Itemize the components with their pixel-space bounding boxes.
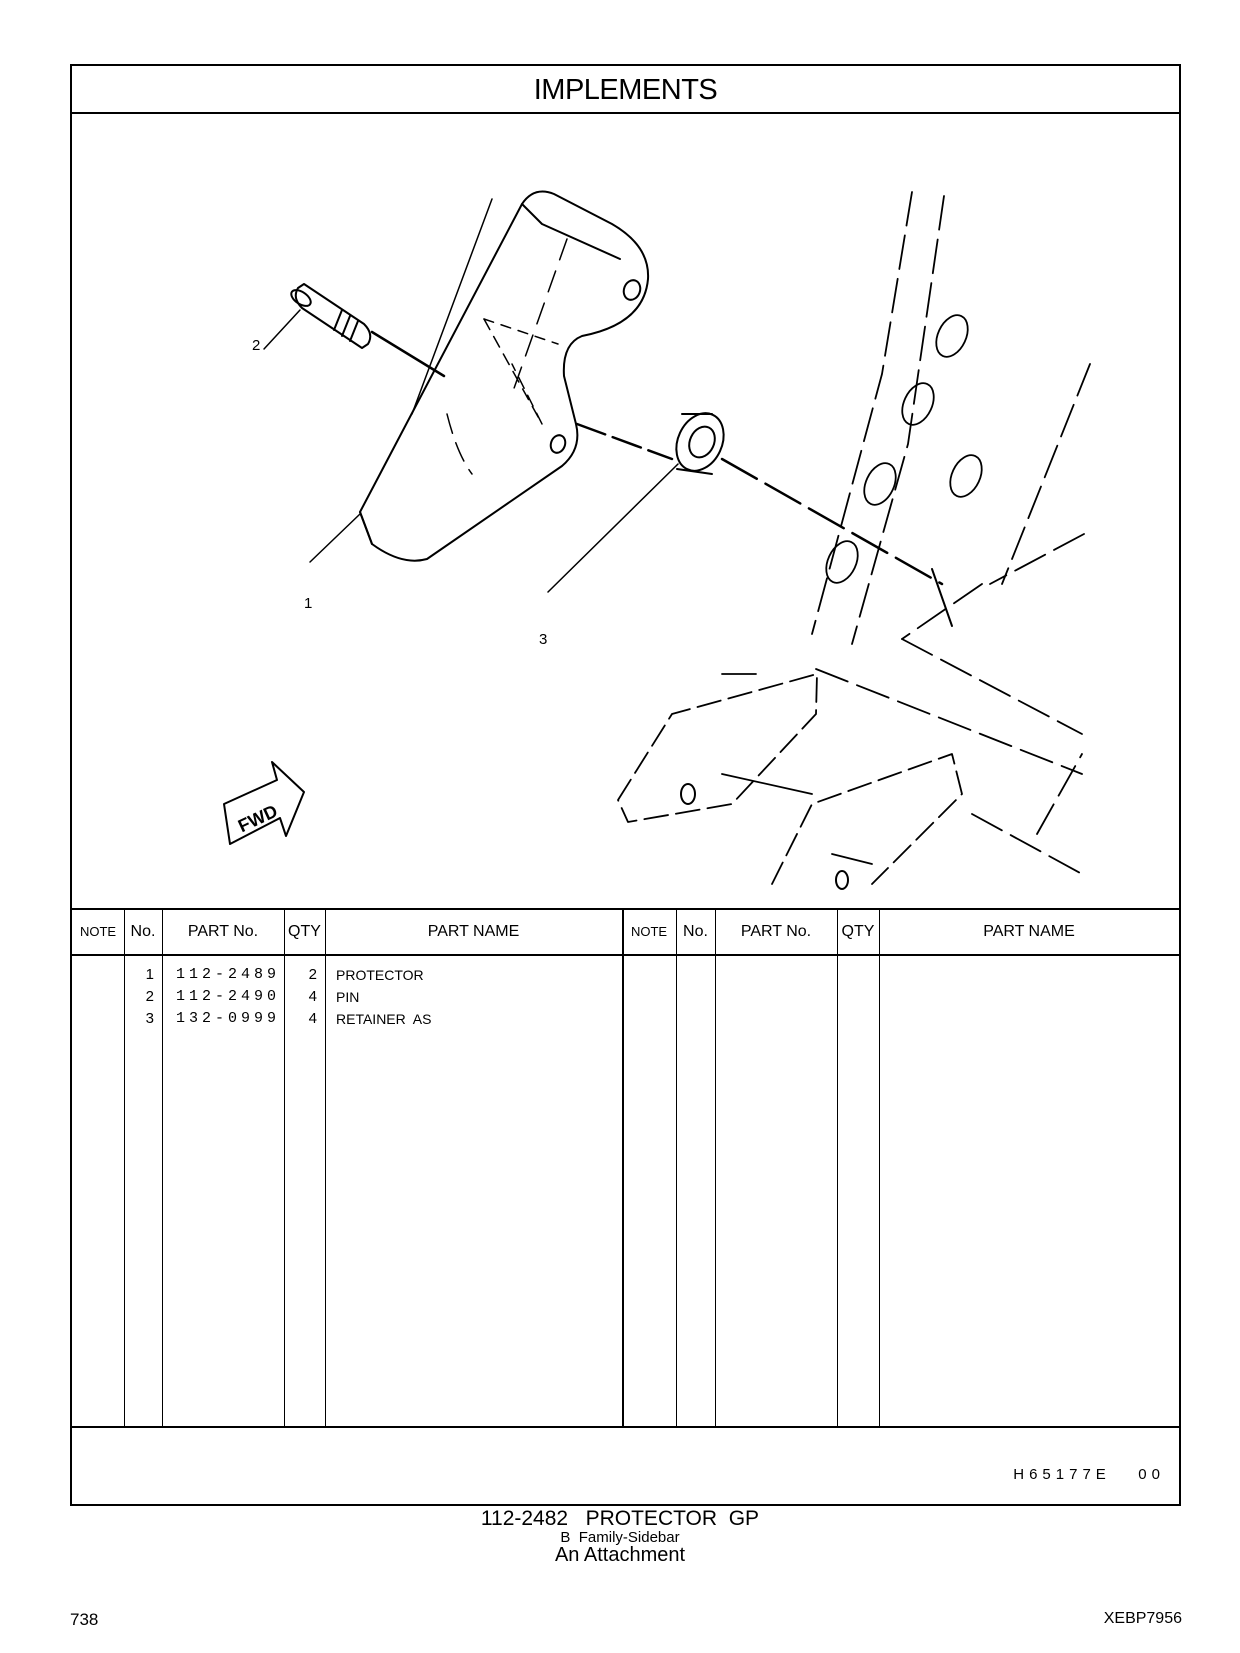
section-title: IMPLEMENTS	[72, 66, 1179, 114]
row-qty: 4	[308, 988, 317, 1005]
row-no: 2	[145, 988, 154, 1005]
row-part-no: 132-0999	[176, 1010, 281, 1027]
exploded-view-drawing: 2 1 3 FWD	[223, 190, 1091, 890]
illustration-code: H65177E 00	[1013, 1466, 1165, 1483]
retainer-part	[675, 412, 725, 475]
pin-part	[290, 283, 372, 349]
table-row: 3 132-0999 4 RETAINER AS	[72, 1008, 1179, 1030]
row-part-name: PROTECTOR	[336, 967, 424, 983]
parts-list-header: NOTE No. PART No. QTY PART NAME NOTE No.…	[72, 910, 1179, 956]
parts-illustration: 2 1 3 FWD	[72, 114, 1179, 908]
parts-list-table: NOTE No. PART No. QTY PART NAME NOTE No.…	[72, 908, 1179, 1428]
column-divider	[124, 910, 125, 1426]
fwd-label: FWD	[235, 801, 281, 836]
column-divider	[284, 910, 285, 1426]
row-part-no: 112-2489	[176, 966, 281, 983]
row-no: 1	[145, 966, 154, 983]
callout-3: 3	[539, 631, 547, 648]
header-note-left: NOTE	[79, 924, 117, 939]
table-row: 2 112-2490 4 PIN	[72, 986, 1179, 1008]
header-qty-left: QTY	[288, 923, 321, 940]
row-qty: 4	[308, 1010, 317, 1027]
page-number: 738	[70, 1610, 99, 1629]
group-title: 112-2482 PROTECTOR GP	[480, 1507, 760, 1530]
column-divider	[676, 910, 677, 1426]
document-id: XEBP7956	[1103, 1610, 1182, 1627]
column-divider	[162, 910, 163, 1426]
column-divider	[715, 910, 716, 1426]
header-no-right: No.	[683, 923, 708, 940]
column-divider	[837, 910, 838, 1426]
header-part-name-right: PART NAME	[983, 923, 1075, 940]
column-divider	[879, 910, 880, 1426]
row-part-name: PIN	[336, 989, 360, 1005]
column-divider	[622, 910, 624, 1426]
parts-page-frame: IMPLEMENTS	[70, 64, 1181, 1506]
row-no: 3	[145, 1010, 154, 1027]
callout-1: 1	[304, 595, 312, 612]
forward-arrow-icon	[223, 761, 305, 845]
row-part-name: RETAINER AS	[336, 1011, 432, 1027]
attachment-type: An Attachment	[554, 1544, 686, 1566]
header-qty-right: QTY	[841, 923, 875, 940]
table-row: 1 112-2489 2 PROTECTOR	[72, 964, 1179, 986]
family-label: B Family-Sidebar	[560, 1529, 680, 1546]
header-part-no-left: PART No.	[187, 923, 259, 940]
header-no-left: No.	[130, 923, 156, 940]
callout-2: 2	[252, 337, 260, 354]
protector-outline	[359, 190, 650, 562]
header-note-right: NOTE	[630, 924, 668, 939]
header-part-no-right: PART No.	[740, 923, 812, 940]
row-qty: 2	[308, 966, 317, 983]
row-part-no: 112-2490	[176, 988, 281, 1005]
column-divider	[325, 910, 326, 1426]
header-part-name-left: PART NAME	[427, 923, 520, 940]
